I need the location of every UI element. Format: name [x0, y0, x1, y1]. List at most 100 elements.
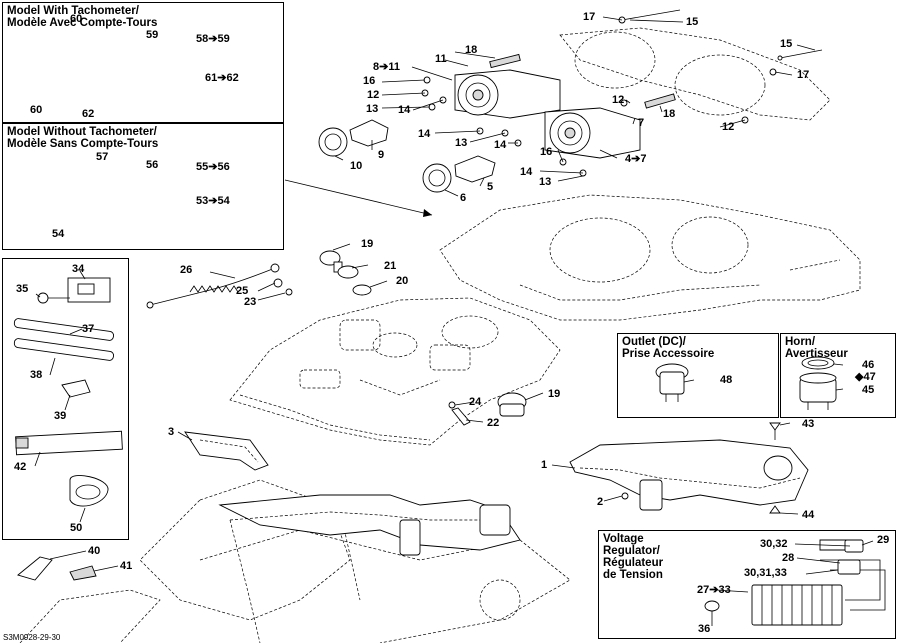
label-19b: 19	[548, 388, 561, 400]
small-parts-box	[2, 258, 129, 540]
spring-18a	[489, 53, 521, 69]
label-18b: 18	[663, 108, 676, 120]
label-16b: 16	[540, 146, 553, 158]
label-13c: 13	[539, 176, 552, 188]
label-53-54: 53➔54	[196, 195, 230, 207]
label-21: 21	[384, 260, 397, 272]
tube-37	[13, 318, 115, 341]
tube-42	[15, 430, 123, 456]
no-tachometer-box: Model Without Tachometer/ Modèle Sans Co…	[2, 123, 284, 250]
frame-center	[218, 494, 521, 621]
gauge-cup-4	[544, 107, 641, 159]
label-3: 3	[168, 426, 175, 438]
gauge-housing-frame	[559, 27, 831, 121]
horn-box-title: Horn/ Avertisseur	[785, 336, 848, 360]
label-12a: 12	[367, 89, 380, 101]
label-9: 9	[378, 149, 385, 161]
label-34: 34	[72, 263, 85, 275]
bracket-40	[17, 556, 53, 581]
bolt-43	[769, 422, 781, 440]
label-60a: 60	[70, 13, 83, 25]
label-30-32: 30,32	[760, 538, 788, 550]
label-19a: 19	[361, 238, 374, 250]
label-43: 43	[802, 418, 815, 430]
connector-10	[318, 127, 348, 157]
diagram-code: S3M0928-29-30	[3, 633, 61, 642]
label-47: ◆47	[855, 371, 876, 383]
label-36: 36	[698, 623, 711, 635]
label-14c: 14	[494, 139, 507, 151]
horn-45	[799, 372, 837, 410]
strap-50	[69, 475, 109, 507]
label-58-59: 58➔59	[196, 33, 230, 45]
gasket-46	[801, 356, 835, 370]
label-10: 10	[350, 160, 363, 172]
screw-15b	[777, 49, 823, 61]
label-8-11: 8➔11	[373, 61, 400, 73]
spring-18b	[644, 93, 676, 109]
regulator-drawing	[704, 539, 886, 626]
label-17b: 17	[797, 69, 810, 81]
label-37: 37	[82, 323, 95, 335]
nut-25	[273, 278, 283, 288]
switch-19b	[497, 392, 527, 417]
clip-41	[69, 565, 97, 581]
label-23: 23	[244, 296, 257, 308]
label-27-33: 27➔33	[697, 584, 731, 596]
regulator-box: Voltage Regulator/ Régulateur de Tension	[598, 530, 896, 639]
tachometer-box-title: Model With Tachometer/ Modèle Avec Compt…	[7, 5, 158, 29]
label-15b: 15	[780, 38, 793, 50]
label-48: 48	[720, 374, 733, 386]
nut-20	[352, 284, 372, 296]
label-59: 59	[146, 29, 159, 41]
label-13b: 13	[455, 137, 468, 149]
label-26: 26	[180, 264, 193, 276]
label-60b: 60	[30, 104, 43, 116]
cowl-upper	[439, 194, 861, 321]
clip-39	[61, 379, 91, 398]
screw-15a	[619, 9, 681, 23]
tachometer-box: Model With Tachometer/ Modèle Avec Compt…	[2, 2, 284, 123]
screw-35	[37, 292, 70, 304]
label-25: 25	[236, 285, 249, 297]
horn-box: Horn/ Avertisseur	[780, 333, 896, 418]
label-29: 29	[877, 534, 890, 546]
label-14d: 14	[520, 166, 533, 178]
label-14a: 14	[398, 104, 411, 116]
label-41: 41	[120, 560, 133, 572]
nut-44	[769, 505, 781, 514]
bracket-1	[569, 439, 809, 511]
label-22: 22	[487, 417, 500, 429]
label-15a: 15	[686, 16, 699, 28]
label-42: 42	[14, 461, 27, 473]
washer-23	[285, 288, 293, 296]
label-57: 57	[96, 151, 109, 163]
grommet-24	[448, 401, 456, 409]
label-12c: 12	[722, 121, 735, 133]
label-11: 11	[435, 53, 447, 65]
panel-3	[184, 431, 269, 471]
label-46: 46	[862, 359, 875, 371]
label-44: 44	[802, 509, 815, 521]
label-20: 20	[396, 275, 409, 287]
label-24: 24	[469, 396, 482, 408]
connector-9	[349, 119, 389, 147]
outlet-box: Outlet (DC)/ Prise Accessoire	[617, 333, 779, 418]
label-61-62: 61➔62	[205, 72, 239, 84]
label-38: 38	[30, 369, 43, 381]
label-13a: 13	[366, 103, 379, 115]
label-56: 56	[146, 159, 159, 171]
label-5: 5	[487, 181, 494, 193]
nut-21	[337, 265, 359, 279]
console-body	[229, 297, 561, 446]
tube-38	[13, 338, 115, 361]
label-6: 6	[460, 192, 467, 204]
label-12b: 12	[612, 94, 625, 106]
label-14b: 14	[418, 128, 431, 140]
label-16a: 16	[363, 75, 376, 87]
label-50: 50	[70, 522, 83, 534]
label-45: 45	[862, 384, 875, 396]
label-2: 2	[597, 496, 604, 508]
label-28: 28	[782, 552, 795, 564]
